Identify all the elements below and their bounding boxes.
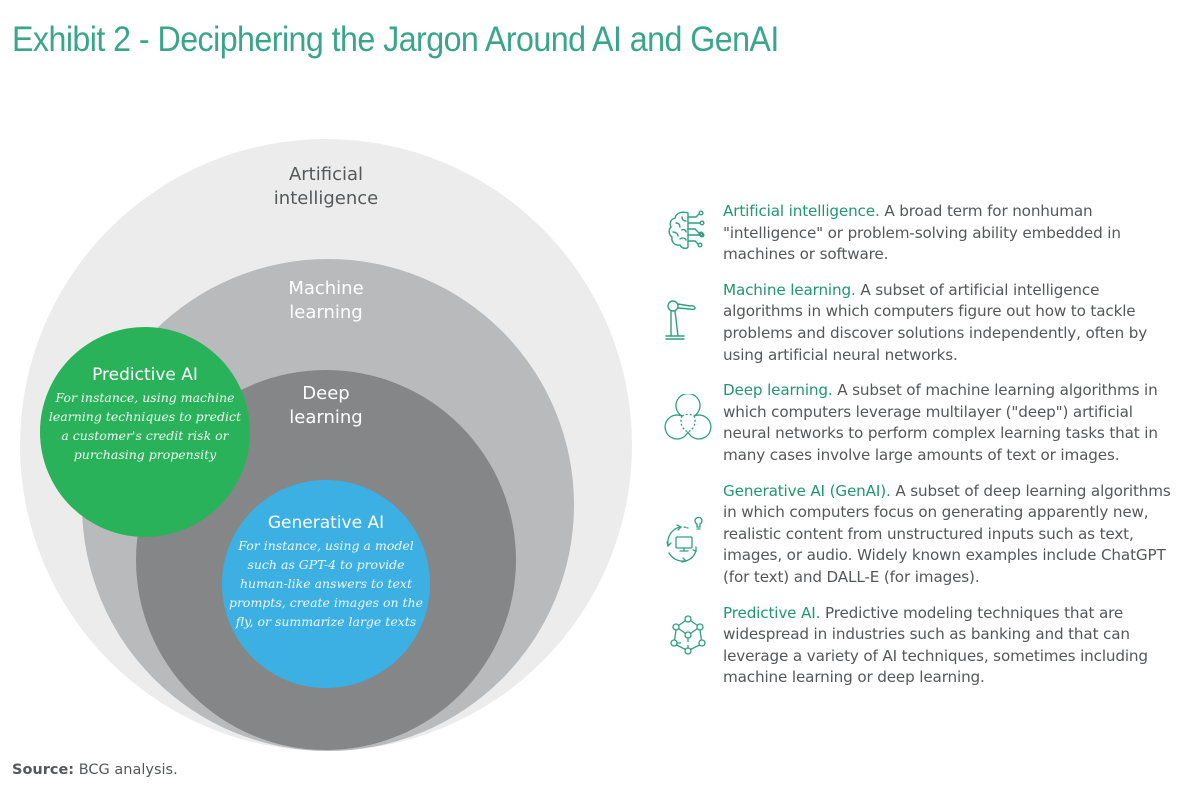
definition-body: A subset of deep learning algorithms in … — [723, 481, 1171, 586]
source-text: BCG analysis. — [74, 762, 178, 778]
source-note: Source: BCG analysis. — [12, 762, 178, 778]
generative-ai-title: Generative AI — [267, 513, 385, 533]
definition-term: Generative AI (GenAI). — [723, 481, 891, 500]
predictive-ai-description: For instance, using machine learning tec… — [48, 390, 242, 462]
predictive-ai-circle — [40, 327, 250, 537]
definition-body: A subset of machine learning algorithms … — [723, 381, 1158, 464]
definition-body: A broad term for nonhuman "intelligence"… — [723, 202, 1121, 264]
definition-text: Deep learning. A subset of machine learn… — [723, 380, 1180, 466]
definition-ml: Machine learning. A subset of artificial… — [660, 280, 1180, 366]
definition-text: Artificial intelligence. A broad term fo… — [723, 201, 1180, 266]
generative-ai-label: Generative AI For instance, using a mode… — [226, 512, 426, 631]
nested-venn-diagram — [20, 139, 632, 751]
generative-ai-description: For instance, using a model such as GPT-… — [228, 538, 424, 629]
monitor-cycle-lightbulb-icon — [666, 516, 703, 563]
definition-dl: Deep learning. A subset of machine learn… — [660, 380, 1180, 466]
ai-label-line1: Artificial — [288, 164, 364, 185]
definition-text: Predictive AI. Predictive modeling techn… — [723, 603, 1180, 689]
definition-term: Machine learning. — [723, 280, 856, 299]
ml-label-line1: Machine — [288, 278, 364, 299]
source-label: Source: — [12, 762, 75, 778]
predictive-ai-label: Predictive AI For instance, using machin… — [45, 364, 245, 464]
ai-circle-label: Artificial intelligence — [226, 163, 426, 211]
definition-body: A subset of artificial intelligence algo… — [723, 280, 1148, 364]
definition-ai: Artificial intelligence. A broad term fo… — [660, 201, 1180, 266]
overlapping-circles-icon — [664, 394, 712, 440]
definition-text: Machine learning. A subset of artificial… — [723, 280, 1180, 366]
network-cube-icon — [670, 614, 706, 655]
ml-circle-label: Machine learning — [226, 277, 426, 325]
definition-term: Artificial intelligence. — [723, 202, 880, 220]
dl-label-line1: Deep — [302, 383, 350, 404]
brain-circuit-icon — [668, 210, 705, 250]
predictive-ai-title: Predictive AI — [92, 365, 198, 385]
definition-body: Predictive modeling techniques that are … — [723, 603, 1148, 687]
definition-term: Deep learning. — [723, 381, 833, 400]
definitions-list: Artificial intelligence. A broad term fo… — [660, 201, 1180, 703]
definition-text: Generative AI (GenAI). A subset of deep … — [723, 481, 1180, 589]
exhibit-title: Exhibit 2 - Deciphering the Jargon Aroun… — [12, 20, 779, 59]
dl-label-line2: learning — [289, 407, 363, 428]
definition-predictive: Predictive AI. Predictive modeling techn… — [660, 603, 1180, 689]
ml-label-line2: learning — [289, 302, 363, 323]
generative-ai-circle — [222, 480, 430, 688]
definition-term: Predictive AI. — [723, 603, 821, 622]
robot-arm-icon — [665, 300, 696, 340]
definition-genai: Generative AI (GenAI). A subset of deep … — [660, 481, 1180, 589]
ai-label-line2: intelligence — [273, 188, 379, 209]
dl-circle-label: Deep learning — [226, 382, 426, 430]
